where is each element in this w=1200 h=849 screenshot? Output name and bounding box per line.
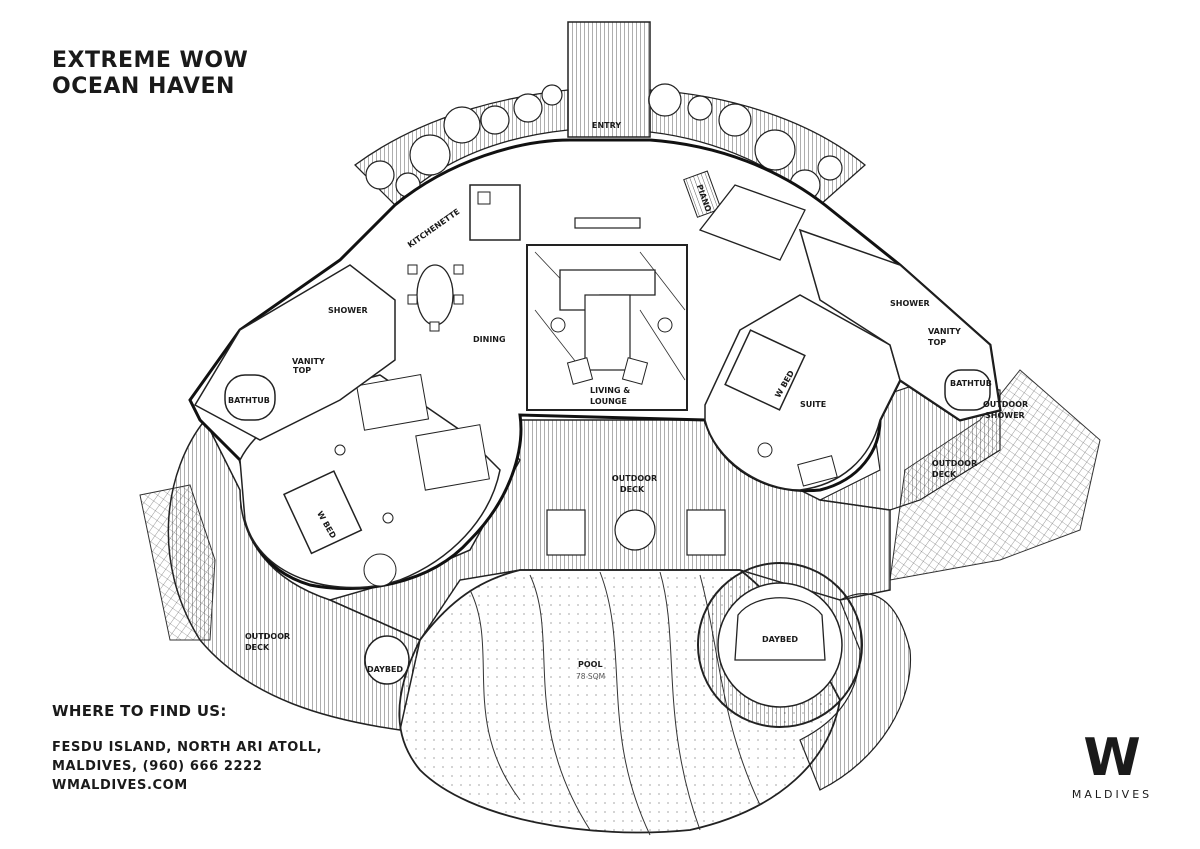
label-daybed-large: DAYBED xyxy=(762,635,798,644)
right-bathtub xyxy=(944,369,991,411)
left-bathtub xyxy=(224,374,276,421)
w-bed-right-furniture xyxy=(724,329,806,411)
label-outdoor-shower: OUTDOOR xyxy=(983,400,1028,409)
address-block: FESDU ISLAND, NORTH ARI ATOLL, MALDIVES,… xyxy=(52,738,322,795)
label-pool-area: 78 SQM xyxy=(576,672,605,681)
label-outdoor-deck-right: OUTDOOR xyxy=(932,459,977,468)
label-vanity-left: VANITY xyxy=(292,357,325,366)
website-link[interactable]: WMALDIVES.COM xyxy=(52,778,188,793)
label-entry: ENTRY xyxy=(592,121,621,130)
pool-flow-lines xyxy=(469,571,761,836)
villa-title-line-2: OCEAN HAVEN xyxy=(52,74,235,99)
label-vanity-left-top: TOP xyxy=(293,366,311,375)
address-line-1: FESDU ISLAND, NORTH ARI ATOLL, xyxy=(52,740,323,755)
piano-room xyxy=(683,170,722,218)
label-outdoor-deck-right-2: DECK xyxy=(932,470,957,479)
w-maldives-logo: W MALDIVES xyxy=(1062,732,1162,801)
label-vanity-right: VANITY xyxy=(928,327,961,336)
deck-arc-right xyxy=(799,593,912,791)
label-outdoor-deck-left: OUTDOOR xyxy=(245,632,290,641)
label-shower-right: SHOWER xyxy=(890,299,930,308)
lounge-table xyxy=(584,294,631,371)
villa-title: EXTREME WOW OCEAN HAVEN xyxy=(52,48,248,100)
w-bed-left-furniture xyxy=(283,470,363,555)
label-suite: SUITE xyxy=(800,400,826,409)
label-daybed-small: DAYBED xyxy=(367,665,403,674)
label-living: LIVING & xyxy=(590,386,630,395)
sunbed-right xyxy=(686,509,726,556)
label-outdoor-deck-left-2: DECK xyxy=(245,643,270,652)
label-vanity-right-top: TOP xyxy=(928,338,946,347)
address-line-2: MALDIVES, (960) 666 2222 xyxy=(52,759,263,774)
entry-boardwalk xyxy=(567,21,651,138)
label-bathtub-right: BATHTUB xyxy=(950,379,992,388)
sunbed-left xyxy=(546,509,586,556)
dining-table xyxy=(416,264,454,326)
logo-mark: W xyxy=(1083,728,1141,788)
round-table xyxy=(614,509,656,551)
label-pool: POOL xyxy=(578,660,603,669)
label-outdoor-shower-2: SHOWER xyxy=(985,411,1025,420)
logo-subtitle: MALDIVES xyxy=(1071,788,1153,801)
where-to-find-heading: WHERE TO FIND US: xyxy=(52,702,227,720)
label-outdoor-deck-center-2: DECK xyxy=(620,485,645,494)
label-dining: DINING xyxy=(473,335,506,344)
villa-title-line-1: EXTREME WOW xyxy=(52,48,249,73)
label-shower-left: SHOWER xyxy=(328,306,368,315)
console-table xyxy=(574,217,641,229)
daybed-small-furniture xyxy=(364,635,410,685)
right-bath-wing xyxy=(798,228,1001,421)
label-lounge: LOUNGE xyxy=(590,397,627,406)
daybed-large-furniture xyxy=(734,597,826,661)
label-outdoor-deck-center: OUTDOOR xyxy=(612,474,657,483)
label-bathtub-left: BATHTUB xyxy=(228,396,270,405)
